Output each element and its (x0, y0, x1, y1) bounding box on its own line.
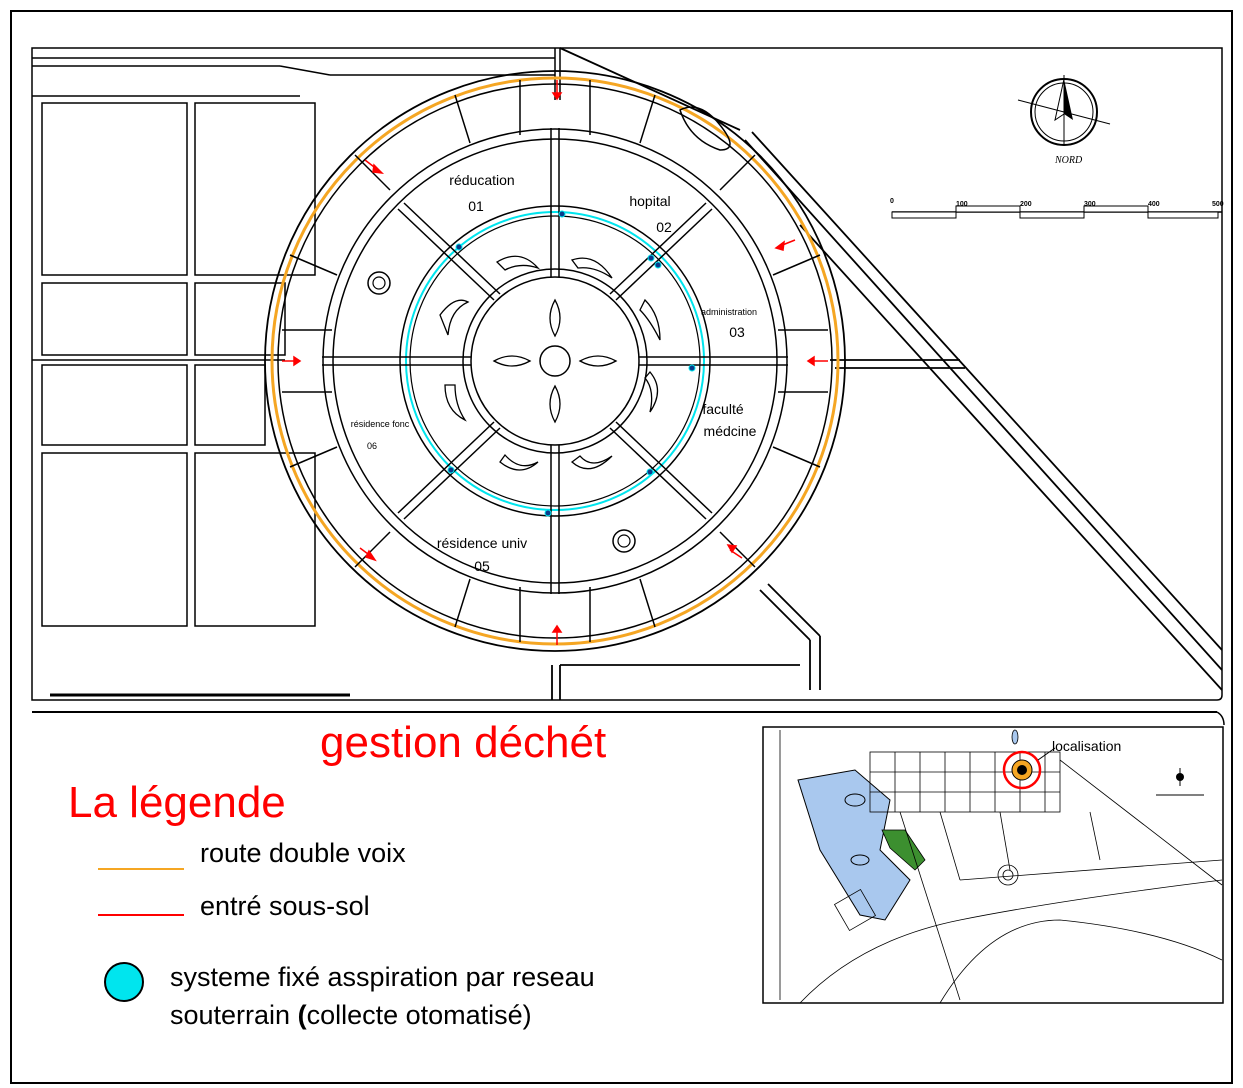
circular-complex (264, 70, 846, 652)
aspiration-point-icon (104, 962, 144, 1002)
legend-label-road: route double voix (200, 838, 406, 868)
inset-north-icon (1156, 768, 1204, 796)
entry-arrow-icon (806, 355, 815, 367)
radial-streets (282, 80, 828, 642)
scale-tick: 500 (1212, 201, 1224, 208)
aspiration-points (447, 210, 696, 517)
scale-tick: 0 (890, 198, 894, 205)
entry-arrow-icon (551, 624, 563, 633)
legend-swatch-road (98, 868, 184, 870)
scale-tick: 200 (1020, 201, 1032, 208)
map-title: gestion déchét (320, 718, 607, 767)
north-label: NORD (1054, 155, 1083, 166)
entry-arrow-icon (364, 549, 377, 562)
legend-title: La légende (68, 778, 286, 827)
zone-number: 01 (468, 198, 484, 214)
map-frame (10, 10, 1233, 1084)
garden-shapes (439, 255, 661, 471)
scale-tick: 300 (1084, 201, 1096, 208)
scale-tick: 100 (956, 201, 968, 208)
zone-labels: réducation 01 hopital 02 administration … (351, 172, 757, 574)
zone-label: faculté (702, 401, 743, 417)
zone-label: administration (701, 307, 757, 317)
scale-tick: 400 (1148, 201, 1160, 208)
zone-number: 03 (729, 324, 745, 340)
zone-number: 05 (474, 558, 490, 574)
inset-location-label: localisation (1052, 738, 1121, 754)
legend-label-part: collecte otomatisé) (306, 1000, 532, 1030)
entry-arrow-icon (372, 163, 385, 174)
zone-label: réducation (449, 172, 514, 188)
plan-border (31, 47, 1225, 726)
scale-bar: 0 100 200 300 400 500 (890, 198, 1224, 219)
zone-number: 06 (367, 441, 377, 451)
legend-swatch-entry (98, 914, 184, 916)
zone-label: hopital (629, 193, 670, 209)
zone-label-line2: médcine (704, 423, 757, 439)
entry-arrow-icon (551, 92, 563, 101)
legend-label-aspiration: systeme fixé asspiration par reseau sout… (170, 958, 690, 1034)
entry-arrow-icon (293, 355, 302, 367)
legend-label-bold: ( (297, 1000, 307, 1030)
legend-label-part: systeme fixé asspiration par reseau sout… (170, 962, 595, 1030)
entry-arrow-icon (774, 240, 785, 251)
diagonal-roads (551, 47, 1223, 700)
zone-label: résidence fonc (351, 419, 410, 429)
entry-arrow-icon (726, 544, 738, 554)
zone-label: résidence univ (437, 535, 527, 551)
zone-number: 02 (656, 219, 672, 235)
north-arrow-icon: NORD (1017, 75, 1111, 166)
inset-map: localisation (762, 726, 1224, 1004)
left-blocks (32, 102, 316, 627)
legend-label-entry: entré sous-sol (200, 891, 370, 921)
entry-arrows (282, 80, 828, 645)
